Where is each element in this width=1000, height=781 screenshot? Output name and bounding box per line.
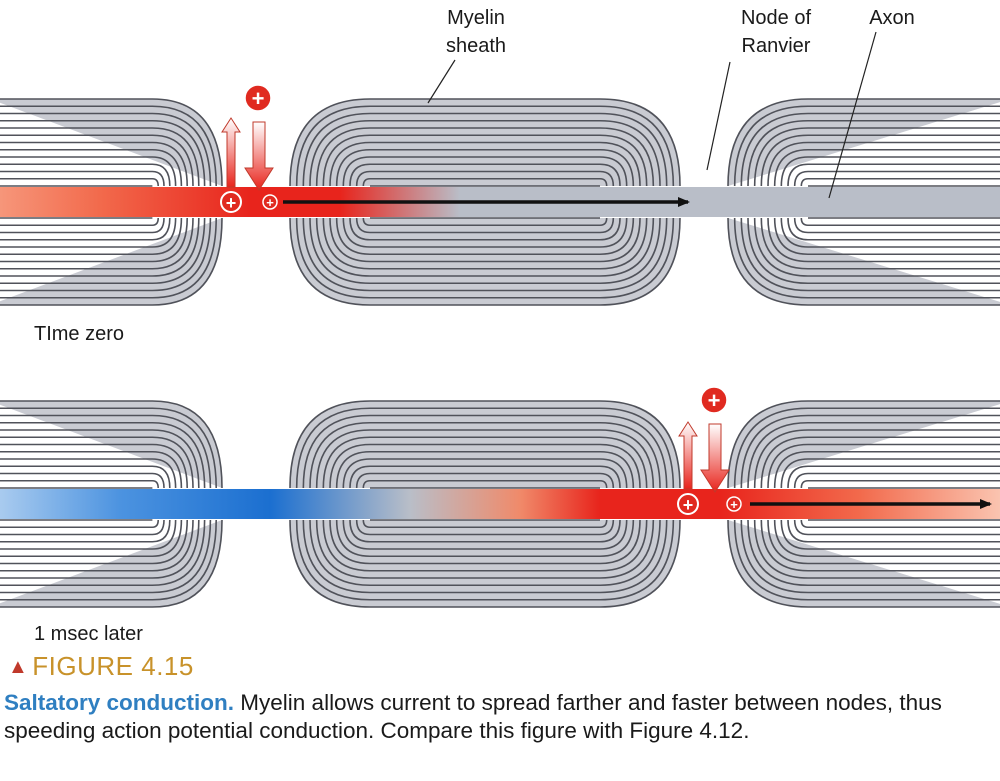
myelin-sheath-segment — [727, 519, 1000, 608]
myelin-sheath-segment — [727, 400, 1000, 489]
panel-1-msec-later: + + + — [0, 386, 1000, 608]
caption-text: Myelin allows current to spread farther … — [4, 690, 942, 743]
myelin-sheath-segment — [0, 400, 223, 489]
label-node-of-ranvier: Node of Ranvier — [706, 7, 811, 171]
myelin-sheath-segment — [289, 217, 681, 306]
svg-text:sheath: sheath — [446, 35, 506, 57]
myelin-sheath-segment — [0, 98, 223, 187]
myelin-sheath-segment — [0, 217, 223, 306]
current-up-arrow-time-zero — [221, 117, 241, 188]
label-axon: Axon — [828, 7, 915, 199]
caption-lead: Saltatory conduction. — [4, 690, 235, 715]
svg-text:+: + — [226, 193, 237, 213]
positive-charge-icon: + — [726, 496, 742, 512]
myelin-sheath-segment — [289, 98, 681, 187]
current-down-arrow-time-zero — [244, 121, 274, 191]
svg-text:Axon: Axon — [869, 7, 915, 29]
panel-time-zero: + + + — [0, 84, 1000, 306]
panel-label-time-zero: TIme zero — [34, 323, 124, 345]
positive-charge-icon: + — [262, 194, 278, 210]
myelin-sheath-segment — [0, 519, 223, 608]
svg-text:+: + — [708, 388, 721, 413]
positive-charge-icon: + — [700, 386, 728, 414]
saltatory-conduction-diagram: + + + + + + — [0, 7, 1000, 645]
myelin-sheath-segment — [289, 400, 681, 489]
svg-text:+: + — [683, 495, 694, 515]
myelin-sheath-segment — [727, 217, 1000, 306]
myelin-sheath-segment — [289, 519, 681, 608]
myelin-sheath-segment — [727, 98, 1000, 187]
label-myelin-sheath: Myelin sheath — [427, 7, 506, 104]
figure-number: ▲FIGURE 4.15 — [8, 651, 194, 681]
current-down-arrow-1-msec-later — [700, 423, 730, 493]
panel-label-1-msec-later: 1 msec later — [34, 623, 143, 645]
figure-caption: Saltatory conduction. Myelin allows curr… — [4, 689, 996, 745]
svg-text:Ranvier: Ranvier — [742, 35, 811, 57]
svg-text:+: + — [266, 195, 274, 210]
positive-charge-icon: + — [244, 84, 272, 112]
current-up-arrow-1-msec-later — [678, 421, 698, 490]
positive-charge-icon: + — [220, 191, 242, 213]
svg-text:+: + — [730, 497, 738, 512]
positive-charge-icon: + — [677, 493, 699, 515]
svg-text:+: + — [252, 86, 265, 111]
svg-text:Myelin: Myelin — [447, 7, 505, 29]
svg-text:Node of: Node of — [741, 7, 811, 29]
triangle-icon: ▲ — [8, 656, 29, 678]
